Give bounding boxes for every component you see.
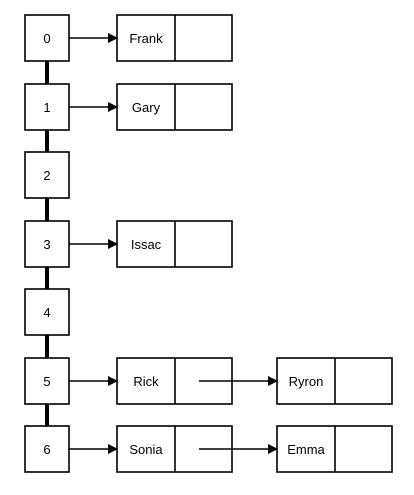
pointer-arrows — [69, 33, 278, 454]
index-slot-3: 3 — [24, 220, 70, 268]
index-label: 0 — [43, 31, 50, 46]
list-node: Ryron — [276, 357, 393, 405]
list-node: Emma — [276, 425, 393, 473]
index-slot-2: 2 — [24, 151, 70, 199]
index-label: 5 — [43, 374, 50, 389]
index-label: 2 — [43, 168, 50, 183]
index-array: 0 1 2 3 4 5 6 — [24, 14, 70, 473]
node-value: Frank — [129, 31, 163, 46]
list-node: Issac — [116, 220, 233, 268]
index-slot-1: 1 — [24, 83, 70, 131]
index-label: 1 — [43, 100, 50, 115]
index-label: 6 — [43, 442, 50, 457]
index-slot-5: 5 — [24, 357, 70, 405]
index-slot-4: 4 — [24, 288, 70, 336]
node-value: Emma — [287, 442, 325, 457]
list-node: Gary — [116, 83, 233, 131]
node-value: Sonia — [129, 442, 163, 457]
node-value: Rick — [133, 374, 159, 389]
list-node: Frank — [116, 14, 233, 62]
node-value: Gary — [132, 100, 161, 115]
index-label: 3 — [43, 237, 50, 252]
index-slot-6: 6 — [24, 425, 70, 473]
node-value: Issac — [131, 237, 162, 252]
index-slot-0: 0 — [24, 14, 70, 62]
node-value: Ryron — [289, 374, 324, 389]
index-label: 4 — [43, 305, 50, 320]
